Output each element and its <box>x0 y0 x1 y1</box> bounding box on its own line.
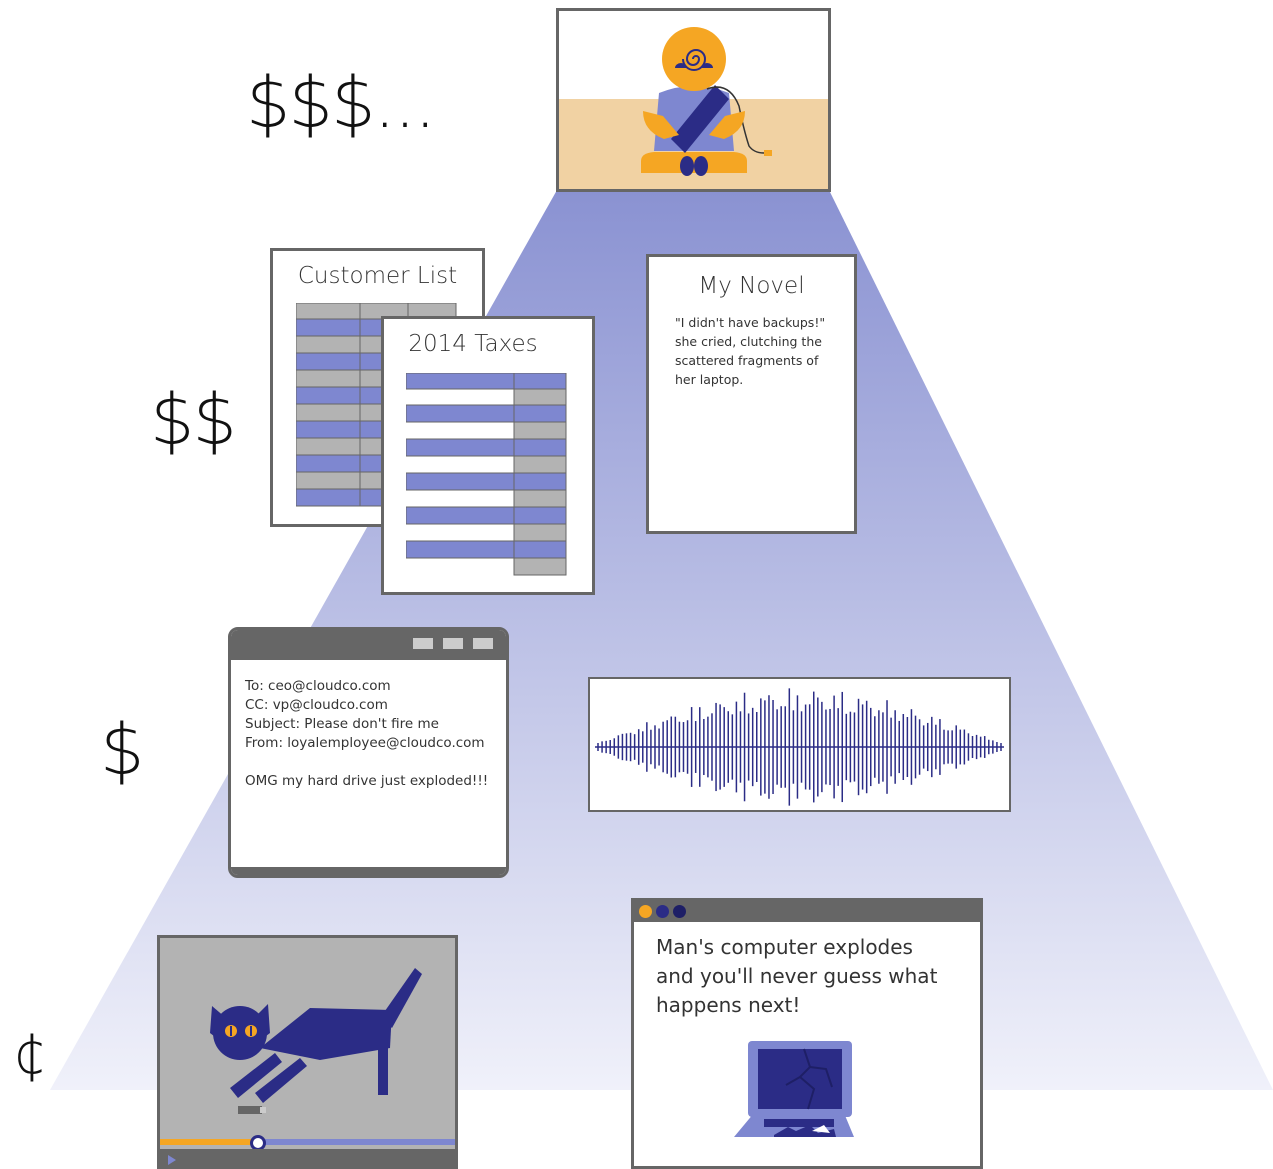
email-body: OMG my hard drive just exploded!!! <box>245 773 489 789</box>
person-with-laptop-frame <box>556 8 831 192</box>
email-subject: Subject: Please don't fire me <box>245 716 439 732</box>
email-window: To: ceo@cloudco.com CC: vp@cloudco.com S… <box>228 627 509 878</box>
play-icon[interactable] <box>168 1155 178 1165</box>
person-with-laptop-icon <box>559 27 828 189</box>
tier-label-low: ¢ <box>12 1022 48 1087</box>
news-headline: Man's computer explodes and you'll never… <box>656 935 938 1017</box>
video-progress-fill <box>160 1139 258 1145</box>
email-content: To: ceo@cloudco.com CC: vp@cloudco.com S… <box>245 677 488 791</box>
news-titlebar <box>634 901 980 922</box>
novel-title: My Novel <box>698 273 805 299</box>
audio-waveform-icon <box>595 688 1004 806</box>
audio-waveform-panel <box>588 677 1011 812</box>
window-dot-navy[interactable] <box>673 905 686 918</box>
novel-excerpt: "I didn't have backups!" she cried, clut… <box>675 315 826 387</box>
cat-icon <box>210 968 422 1114</box>
tier-label-top: $$$... <box>246 62 436 144</box>
video-progress-track[interactable] <box>160 1139 455 1145</box>
email-titlebar <box>231 630 506 660</box>
video-player <box>157 935 458 1169</box>
news-article-window: Man's computer explodes and you'll never… <box>631 898 983 1169</box>
window-dot-orange[interactable] <box>639 905 652 918</box>
video-controls-bar <box>160 1149 455 1169</box>
tier-label-high: $$ <box>150 379 237 461</box>
minimize-button[interactable] <box>413 638 433 649</box>
customer-list-title: Customer List <box>297 263 458 289</box>
email-cc: CC: vp@cloudco.com <box>245 697 388 713</box>
taxes-title: 2014 Taxes <box>408 331 538 357</box>
taxes-table <box>406 373 567 576</box>
email-to: To: ceo@cloudco.com <box>245 678 391 694</box>
close-button[interactable] <box>473 638 493 649</box>
novel-document: My Novel "I didn't have backups!" she cr… <box>646 254 857 534</box>
email-bottom-border <box>231 867 506 875</box>
window-dot-blue[interactable] <box>656 905 669 918</box>
tier-label-mid: $ <box>100 709 145 791</box>
broken-laptop-icon <box>734 1041 854 1137</box>
taxes-document: 2014 Taxes <box>381 316 595 595</box>
email-from: From: loyalemployee@cloudco.com <box>245 735 485 751</box>
maximize-button[interactable] <box>443 638 463 649</box>
